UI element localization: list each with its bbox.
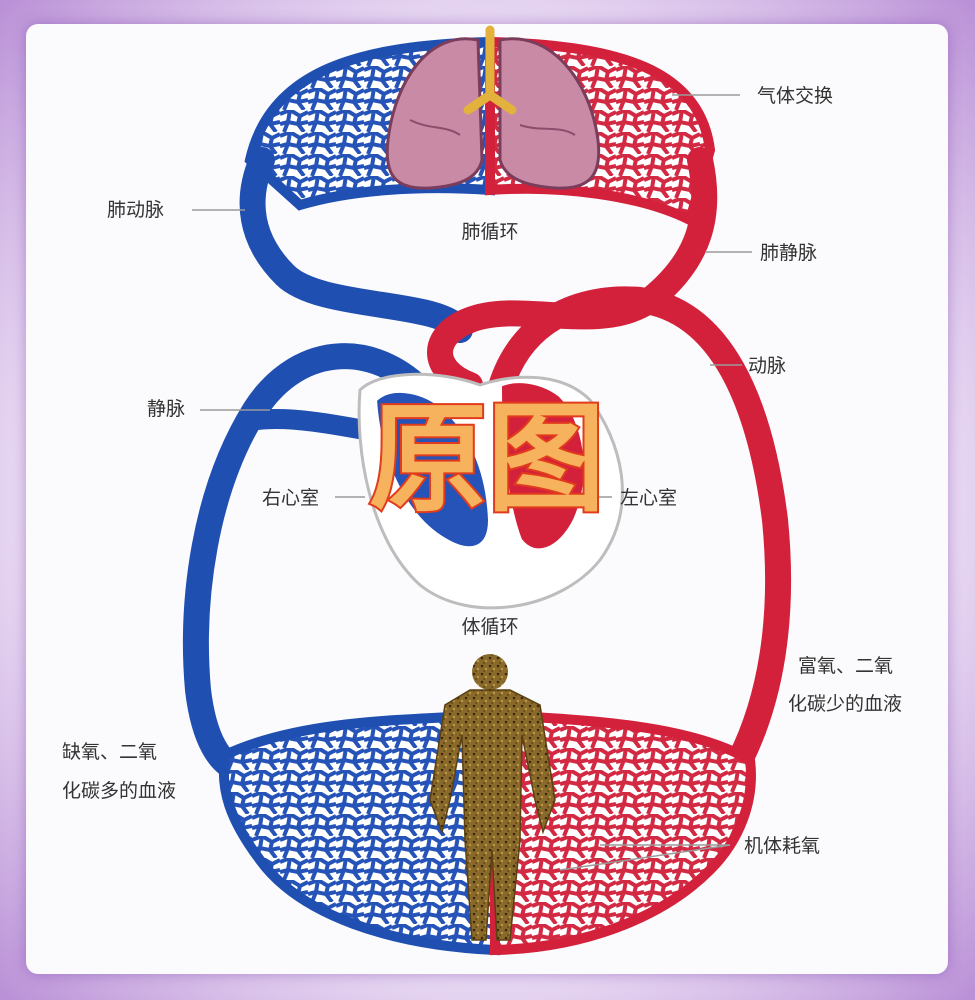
label-pulmonary-artery: 肺动脉 <box>107 199 164 221</box>
systemic-capillaries-blue <box>218 709 500 956</box>
label-oxygen-rich-2: 化碳少的血液 <box>788 693 902 715</box>
label-gas-exchange: 气体交换 <box>757 85 833 107</box>
circulation-diagram: 气体交换 肺动脉 肺循环 肺静脉 动脉 静脉 右心室 左心室 体循环 富氧、二氧… <box>62 25 902 956</box>
label-pulmonary-circulation: 肺循环 <box>461 221 518 243</box>
label-vein: 静脉 <box>147 398 185 420</box>
pulmonary-artery-vessel <box>239 147 473 343</box>
aorta-vessel <box>487 286 792 773</box>
watermark-text: 原图 <box>369 389 605 528</box>
diagram-card: 气体交换 肺动脉 肺循环 肺静脉 动脉 静脉 右心室 左心室 体循环 富氧、二氧… <box>26 24 948 974</box>
label-pulmonary-vein: 肺静脉 <box>760 242 817 264</box>
label-oxygen-rich-1: 富氧、二氧 <box>798 655 893 677</box>
systemic-capillaries-red <box>490 709 756 956</box>
human-figure <box>429 654 556 941</box>
label-oxygen-poor-1: 缺氧、二氧 <box>62 741 157 763</box>
label-left-ventricle: 左心室 <box>620 487 677 509</box>
label-right-ventricle: 右心室 <box>262 487 319 509</box>
vena-cava-vessel <box>182 343 443 783</box>
label-oxygen-poor-2: 化碳多的血液 <box>62 780 176 802</box>
heart <box>357 372 624 610</box>
label-systemic-circulation: 体循环 <box>461 616 518 638</box>
leader-lines <box>192 94 752 871</box>
label-artery: 动脉 <box>748 355 786 377</box>
lungs <box>385 25 601 190</box>
label-body-consumes-oxygen: 机体耗氧 <box>744 835 820 857</box>
